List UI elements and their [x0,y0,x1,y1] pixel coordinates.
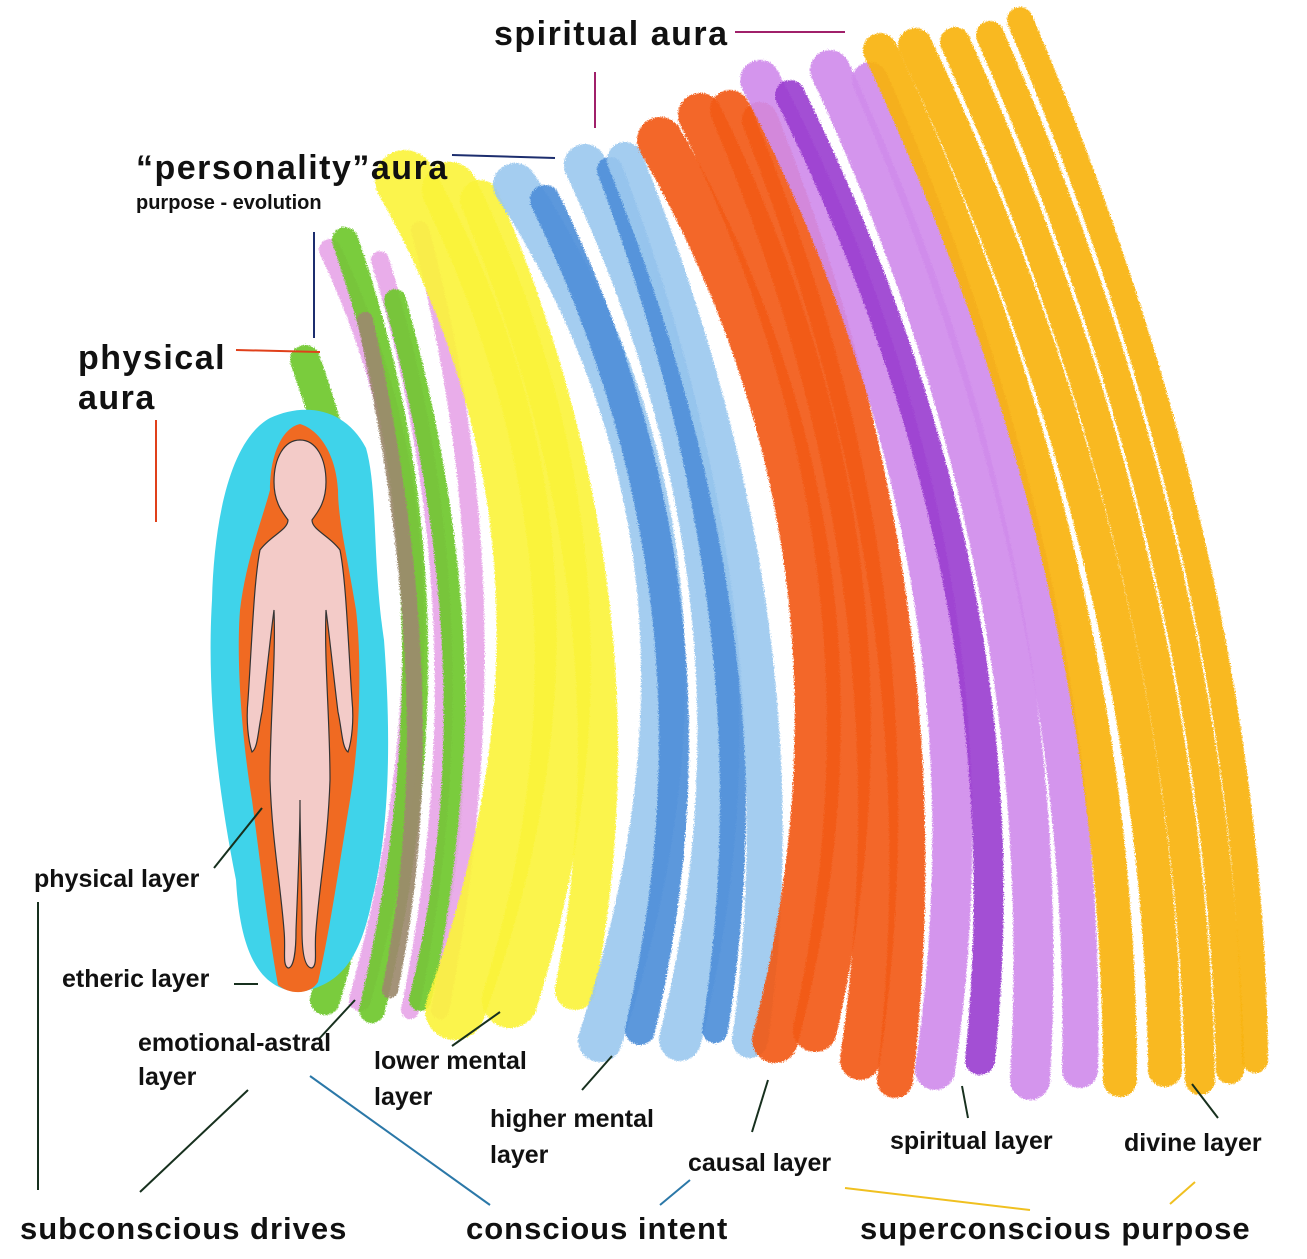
conscious-intent-label: conscious intent [466,1212,728,1246]
causal-layer-label: causal layer [688,1150,831,1178]
superconscious-leader-left [845,1188,1030,1210]
personality-aura-leader [452,155,555,158]
emotional-astral-layer-label-line2: layer [138,1064,196,1092]
etheric-layer-label: etheric layer [62,966,209,994]
superconscious-leader-right [1170,1182,1195,1204]
spiritual-aura-label: spiritual aura [494,16,729,53]
human-figure [211,410,389,992]
superconscious-purpose-label: superconscious purpose [860,1212,1251,1246]
higher-mental-layer-label-line2: layer [490,1142,548,1170]
physical-aura-label-line2: aura [78,380,156,417]
spiritual-layer-leader [962,1086,968,1118]
personality-aura-subtitle: purpose - evolution [136,192,322,214]
spiritual-layer-label: spiritual layer [890,1128,1053,1156]
subconscious-drives-label: subconscious drives [20,1212,347,1246]
physical-layer-label: physical layer [34,866,199,894]
causal-layer-leader [752,1080,768,1132]
physical-aura-label-line1: physical [78,340,226,377]
lower-mental-layer-label-line1: lower mental [374,1048,527,1076]
divine-layer-label: divine layer [1124,1130,1262,1158]
subconscious-leader-right [140,1090,248,1192]
conscious-leader-right [660,1180,690,1205]
higher-mental-layer-label-line1: higher mental [490,1106,654,1134]
personality-aura-label: “personality”aura [136,150,449,187]
lower-mental-layer-label-line2: layer [374,1084,432,1112]
emotional-astral-layer-label-line1: emotional-astral [138,1030,331,1058]
